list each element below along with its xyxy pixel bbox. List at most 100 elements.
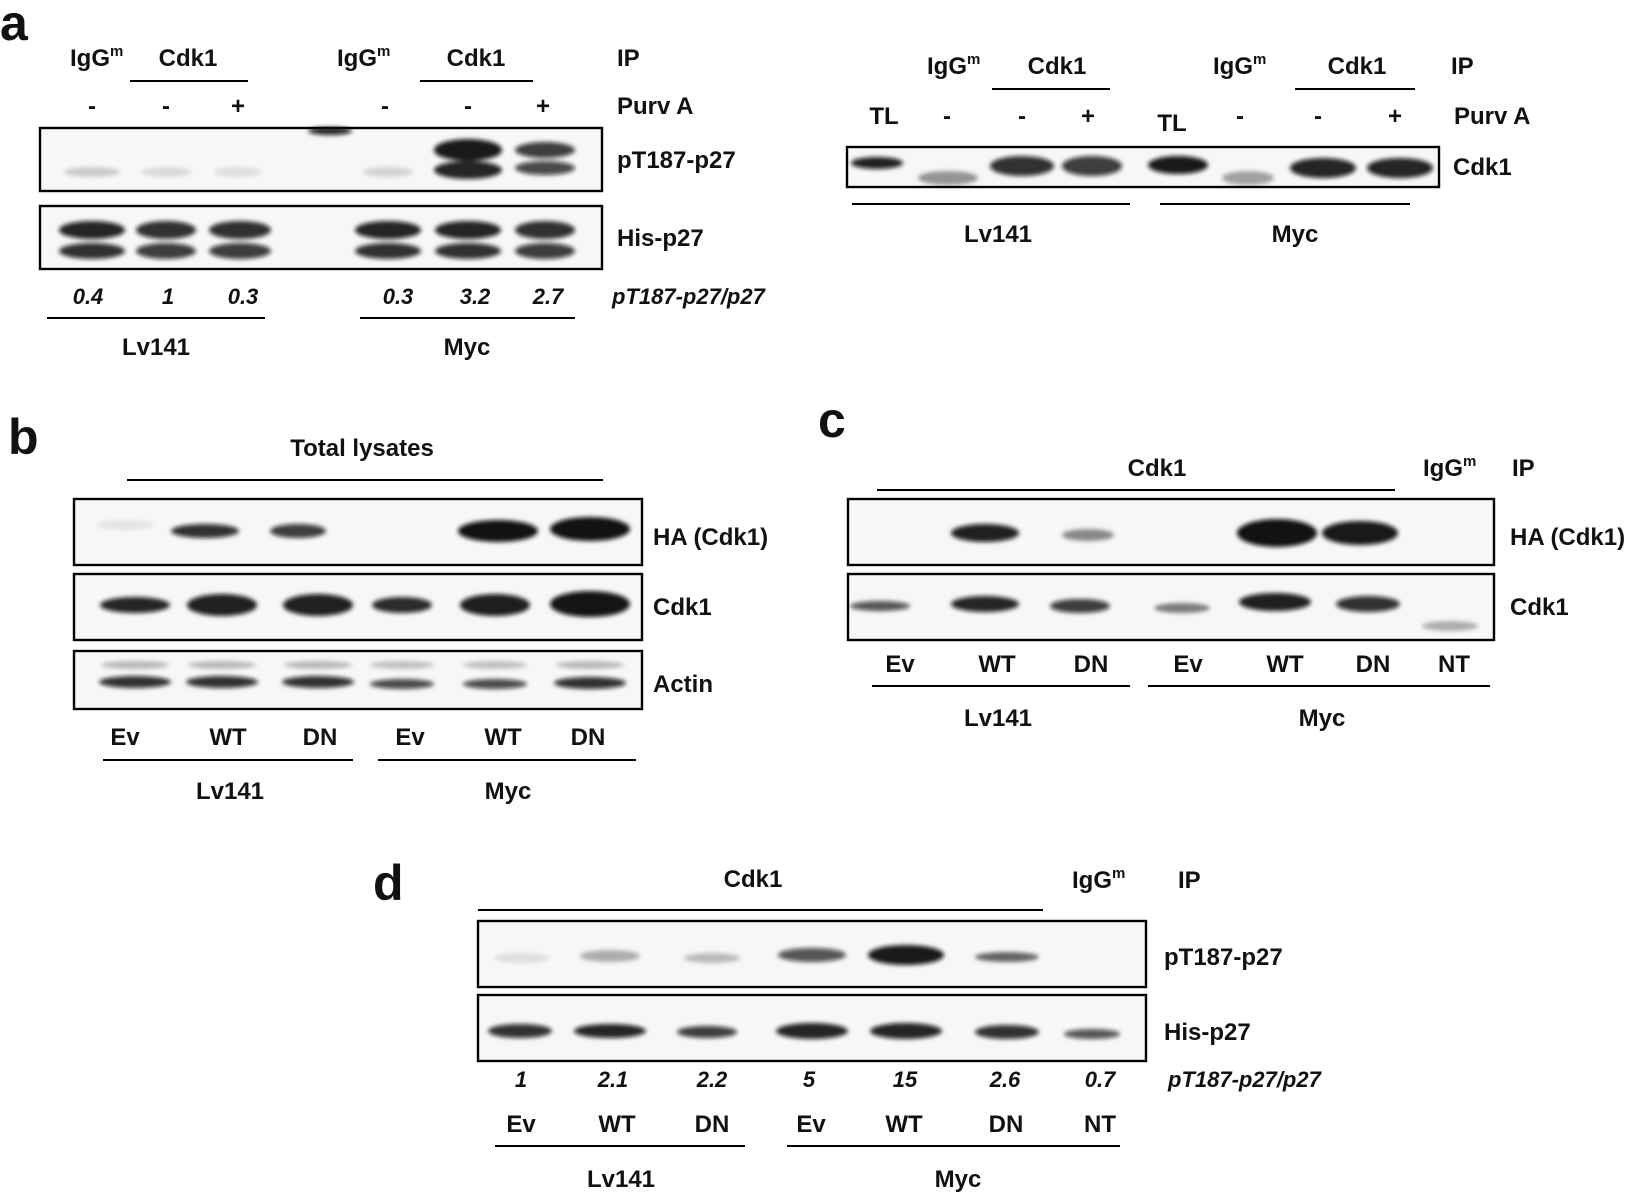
gel-band <box>283 594 353 616</box>
c-ip-label: IP <box>1512 455 1535 482</box>
gel-band <box>372 597 432 613</box>
gel-band <box>136 221 196 239</box>
gel-band <box>59 243 125 259</box>
gel-band <box>434 161 502 179</box>
d-blot-label-his: His-p27 <box>1164 1019 1251 1046</box>
a-left-sign: - <box>464 93 472 120</box>
a-left-group-myc: Myc <box>444 334 491 361</box>
a-left-cdk1-2: Cdk1 <box>447 45 506 72</box>
d-lane-row: Ev WT DN Ev WT DN NT <box>506 1111 1116 1138</box>
gel-band <box>1290 158 1356 178</box>
gel-band <box>554 677 626 689</box>
b-blot-label-actin: Actin <box>653 671 713 698</box>
gel-band <box>363 167 413 177</box>
band-group <box>951 519 1398 547</box>
gel-band <box>214 167 262 177</box>
d-ratio-row: 1 2.1 2.2 5 15 2.6 0.7 pT187-p27/p27 <box>515 1067 1323 1092</box>
a-right-tl-1: TL <box>869 103 898 130</box>
gel-band <box>463 679 527 689</box>
band-group <box>494 945 1039 965</box>
b-group-myc: Myc <box>485 778 532 805</box>
a-left-ip-label: IP <box>617 45 640 72</box>
band-group <box>97 517 630 542</box>
panel-d-letter: d <box>373 855 404 911</box>
gel-band <box>136 243 196 259</box>
gel-band <box>684 953 740 963</box>
a-left-ratio: 3.2 <box>460 284 491 309</box>
a-left-blot-his <box>38 204 604 271</box>
b-lane: DN <box>303 724 338 751</box>
gel-band <box>851 157 903 169</box>
gel-band <box>580 950 640 962</box>
gel-band <box>951 596 1019 612</box>
gel-band <box>494 953 550 963</box>
d-ip-cdk1: Cdk1 <box>724 866 783 893</box>
d-lane: NT <box>1084 1111 1116 1138</box>
panel-a-right-ip-row: IgGm Cdk1 IgGm Cdk1 IP <box>927 51 1474 90</box>
a-right-tl-2: TL <box>1157 110 1186 137</box>
a-right-sign: + <box>1388 103 1402 130</box>
a-right-cdk1-2: Cdk1 <box>1328 53 1387 80</box>
c-blot-label-ha: HA (Cdk1) <box>1510 524 1625 551</box>
gel-band <box>435 243 501 259</box>
gel-band <box>434 139 502 161</box>
panel-a-left-purv-row: - - + - - + Purv A <box>88 93 693 120</box>
gel-band <box>1336 596 1400 612</box>
gel-band <box>59 221 125 239</box>
a-left-ratio: 0.4 <box>73 284 104 309</box>
gel-band <box>64 167 120 177</box>
a-left-sign: + <box>231 93 245 120</box>
b-lane-row: Ev WT DN Ev WT DN <box>110 724 605 751</box>
gel-band <box>975 952 1039 962</box>
a-left-ratio-label: pT187-p27/p27 <box>611 284 767 309</box>
b-blot-actin <box>72 649 644 711</box>
gel-band <box>975 1025 1039 1039</box>
gel-band <box>515 243 575 259</box>
blot-frame <box>72 497 644 567</box>
gel-band <box>355 221 421 239</box>
d-blot-label-pt187: pT187-p27 <box>1164 944 1283 971</box>
gel-band <box>1239 593 1311 611</box>
a-left-sign: - <box>162 93 170 120</box>
gel-band <box>1422 621 1478 631</box>
b-blot-cdk1 <box>72 572 644 642</box>
a-right-group-myc: Myc <box>1272 221 1319 248</box>
d-ratio: 2.6 <box>989 1067 1021 1092</box>
d-ratio: 1 <box>515 1067 527 1092</box>
d-ratio: 0.7 <box>1085 1067 1117 1092</box>
gel-band <box>990 156 1054 176</box>
gel-band <box>209 221 271 239</box>
gel-band <box>1222 171 1274 185</box>
gel-band <box>458 520 538 542</box>
gel-band <box>556 661 624 669</box>
d-lane: DN <box>989 1111 1024 1138</box>
b-lane: WT <box>209 724 247 751</box>
a-left-blot-label-pt187: pT187-p27 <box>617 147 736 174</box>
d-ip-label: IP <box>1178 867 1201 894</box>
a-left-ratio-row: 0.4 1 0.3 0.3 3.2 2.7 pT187-p27/p27 <box>73 284 767 309</box>
a-left-blot-label-his: His-p27 <box>617 225 704 252</box>
b-blot-ha <box>72 497 644 567</box>
band-group <box>100 591 630 617</box>
gel-band <box>870 1023 942 1039</box>
c-lane: NT <box>1438 651 1470 678</box>
gel-band <box>99 676 171 688</box>
a-left-igg-1: IgGm <box>70 43 123 72</box>
c-lane: WT <box>1266 651 1304 678</box>
d-ratio: 2.2 <box>696 1067 728 1092</box>
d-group-myc: Myc <box>935 1166 982 1193</box>
d-lane: Ev <box>796 1111 826 1138</box>
gel-band <box>1367 158 1433 178</box>
a-right-sign: - <box>1314 103 1322 130</box>
a-left-sign: - <box>88 93 96 120</box>
gel-band <box>209 243 271 259</box>
gel-band <box>97 520 153 530</box>
a-left-sign: - <box>381 93 389 120</box>
d-ip-igg: IgGm <box>1072 865 1125 894</box>
gel-band <box>951 524 1019 542</box>
d-lane: WT <box>885 1111 923 1138</box>
a-right-blot-label-cdk1: Cdk1 <box>1453 154 1512 181</box>
gel-band <box>868 945 944 965</box>
